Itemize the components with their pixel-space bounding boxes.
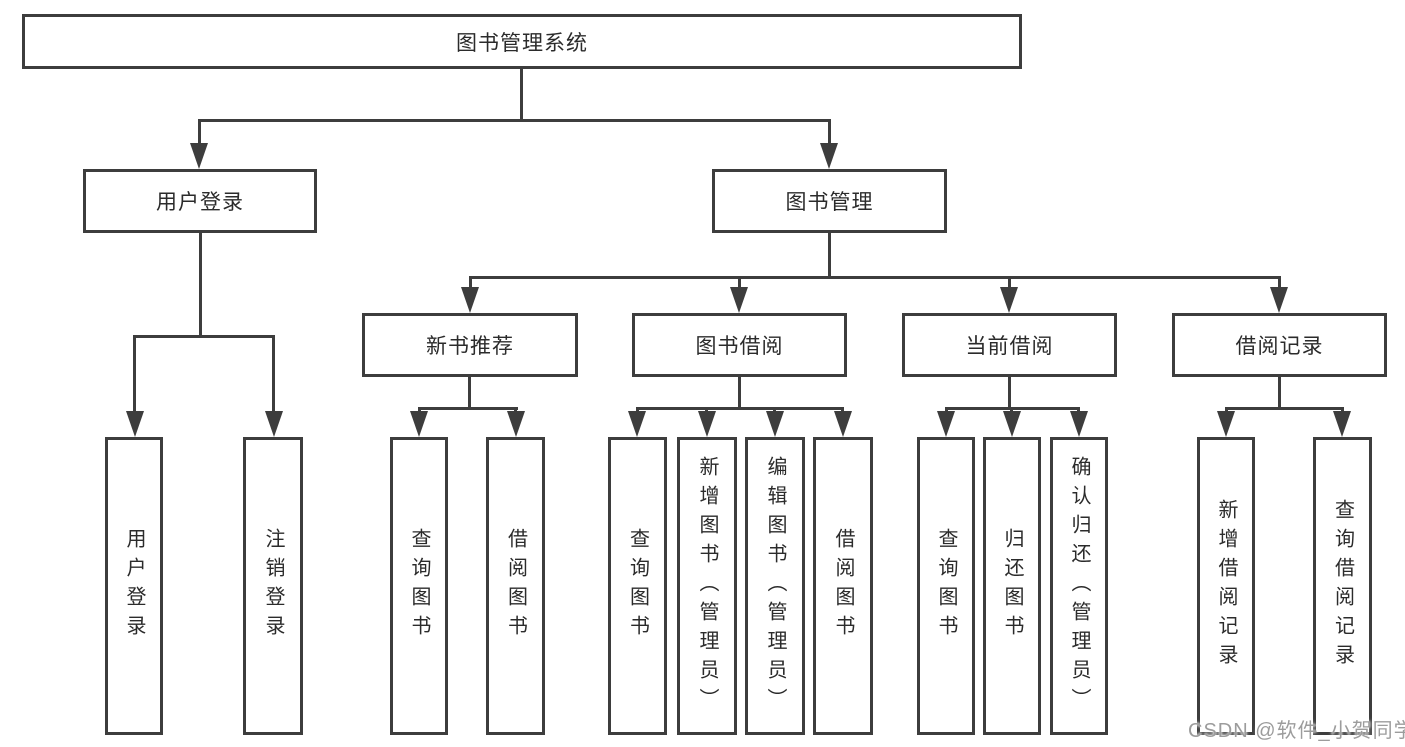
arrow-down-icon xyxy=(1333,411,1351,437)
connector-drop xyxy=(1010,407,1013,413)
node-new-book-recommend: 新书推荐 xyxy=(362,313,578,377)
connector-root-split xyxy=(198,119,831,122)
connector-drop xyxy=(945,407,948,413)
connector-drop xyxy=(1225,407,1228,413)
node-user-login: 用户登录 xyxy=(83,169,317,233)
connector-drop xyxy=(514,407,517,413)
connector-drop xyxy=(705,407,708,413)
arrow-down-icon xyxy=(265,411,283,437)
leaf-query-books-recommend: 查询图书 xyxy=(390,437,448,735)
node-book-borrow: 图书借阅 xyxy=(632,313,847,377)
leaf-add-borrow-record: 新增借阅记录 xyxy=(1197,437,1255,735)
connector-user-login-stem xyxy=(199,233,202,335)
connector-root-stem xyxy=(520,69,523,119)
connector-root-left-drop xyxy=(198,119,201,145)
connector-drop xyxy=(1341,407,1344,413)
connector-drop xyxy=(636,407,639,413)
connector-stem xyxy=(468,377,471,407)
connector-drop xyxy=(418,407,421,413)
connector-drop xyxy=(738,276,741,289)
leaf-logout: 注销登录 xyxy=(243,437,303,735)
arrow-down-icon xyxy=(820,143,838,169)
arrow-down-icon xyxy=(834,411,852,437)
connector-stem xyxy=(1278,377,1281,407)
connector-book-mgmt-stem xyxy=(828,233,831,276)
connector-drop xyxy=(841,407,844,413)
connector-book-mgmt-split xyxy=(469,276,1281,279)
leaf-borrow-books-recommend: 借阅图书 xyxy=(486,437,545,735)
leaf-edit-book-admin: 编辑图书（管理员） xyxy=(745,437,805,735)
leaf-user-login: 用户登录 xyxy=(105,437,163,735)
node-root-library-system: 图书管理系统 xyxy=(22,14,1022,69)
arrow-down-icon xyxy=(730,287,748,313)
arrow-down-icon xyxy=(461,287,479,313)
connector-drop xyxy=(773,407,776,413)
leaf-confirm-return-admin: 确认归还（管理员） xyxy=(1050,437,1108,735)
node-current-borrow: 当前借阅 xyxy=(902,313,1117,377)
leaf-query-borrow-record: 查询借阅记录 xyxy=(1313,437,1372,735)
connector-split xyxy=(1225,407,1343,410)
csdn-watermark: CSDN @软件_小贺同学 xyxy=(1188,720,1405,742)
connector-drop xyxy=(133,335,136,411)
node-borrow-records: 借阅记录 xyxy=(1172,313,1387,377)
arrow-down-icon xyxy=(507,411,525,437)
leaf-return-book: 归还图书 xyxy=(983,437,1041,735)
connector-drop xyxy=(1077,407,1080,413)
connector-user-login-split xyxy=(133,335,275,338)
leaf-query-books-borrow: 查询图书 xyxy=(608,437,667,735)
arrow-down-icon xyxy=(1217,411,1235,437)
arrow-down-icon xyxy=(190,143,208,169)
arrow-down-icon xyxy=(1070,411,1088,437)
arrow-down-icon xyxy=(766,411,784,437)
node-book-management: 图书管理 xyxy=(712,169,947,233)
connector-root-right-drop xyxy=(828,119,831,145)
connector-drop xyxy=(1008,276,1011,289)
connector-drop xyxy=(469,276,472,289)
connector-drop xyxy=(1278,276,1281,289)
leaf-borrow-books: 借阅图书 xyxy=(813,437,873,735)
arrow-down-icon xyxy=(1270,287,1288,313)
arrow-down-icon xyxy=(126,411,144,437)
leaf-add-book-admin: 新增图书（管理员） xyxy=(677,437,737,735)
arrow-down-icon xyxy=(1003,411,1021,437)
arrow-down-icon xyxy=(937,411,955,437)
connector-drop xyxy=(272,335,275,411)
arrow-down-icon xyxy=(628,411,646,437)
connector-split xyxy=(418,407,518,410)
leaf-query-books-current: 查询图书 xyxy=(917,437,975,735)
arrow-down-icon xyxy=(698,411,716,437)
connector-split xyxy=(636,407,843,410)
connector-stem xyxy=(1008,377,1011,407)
arrow-down-icon xyxy=(410,411,428,437)
arrow-down-icon xyxy=(1000,287,1018,313)
connector-stem xyxy=(738,377,741,407)
